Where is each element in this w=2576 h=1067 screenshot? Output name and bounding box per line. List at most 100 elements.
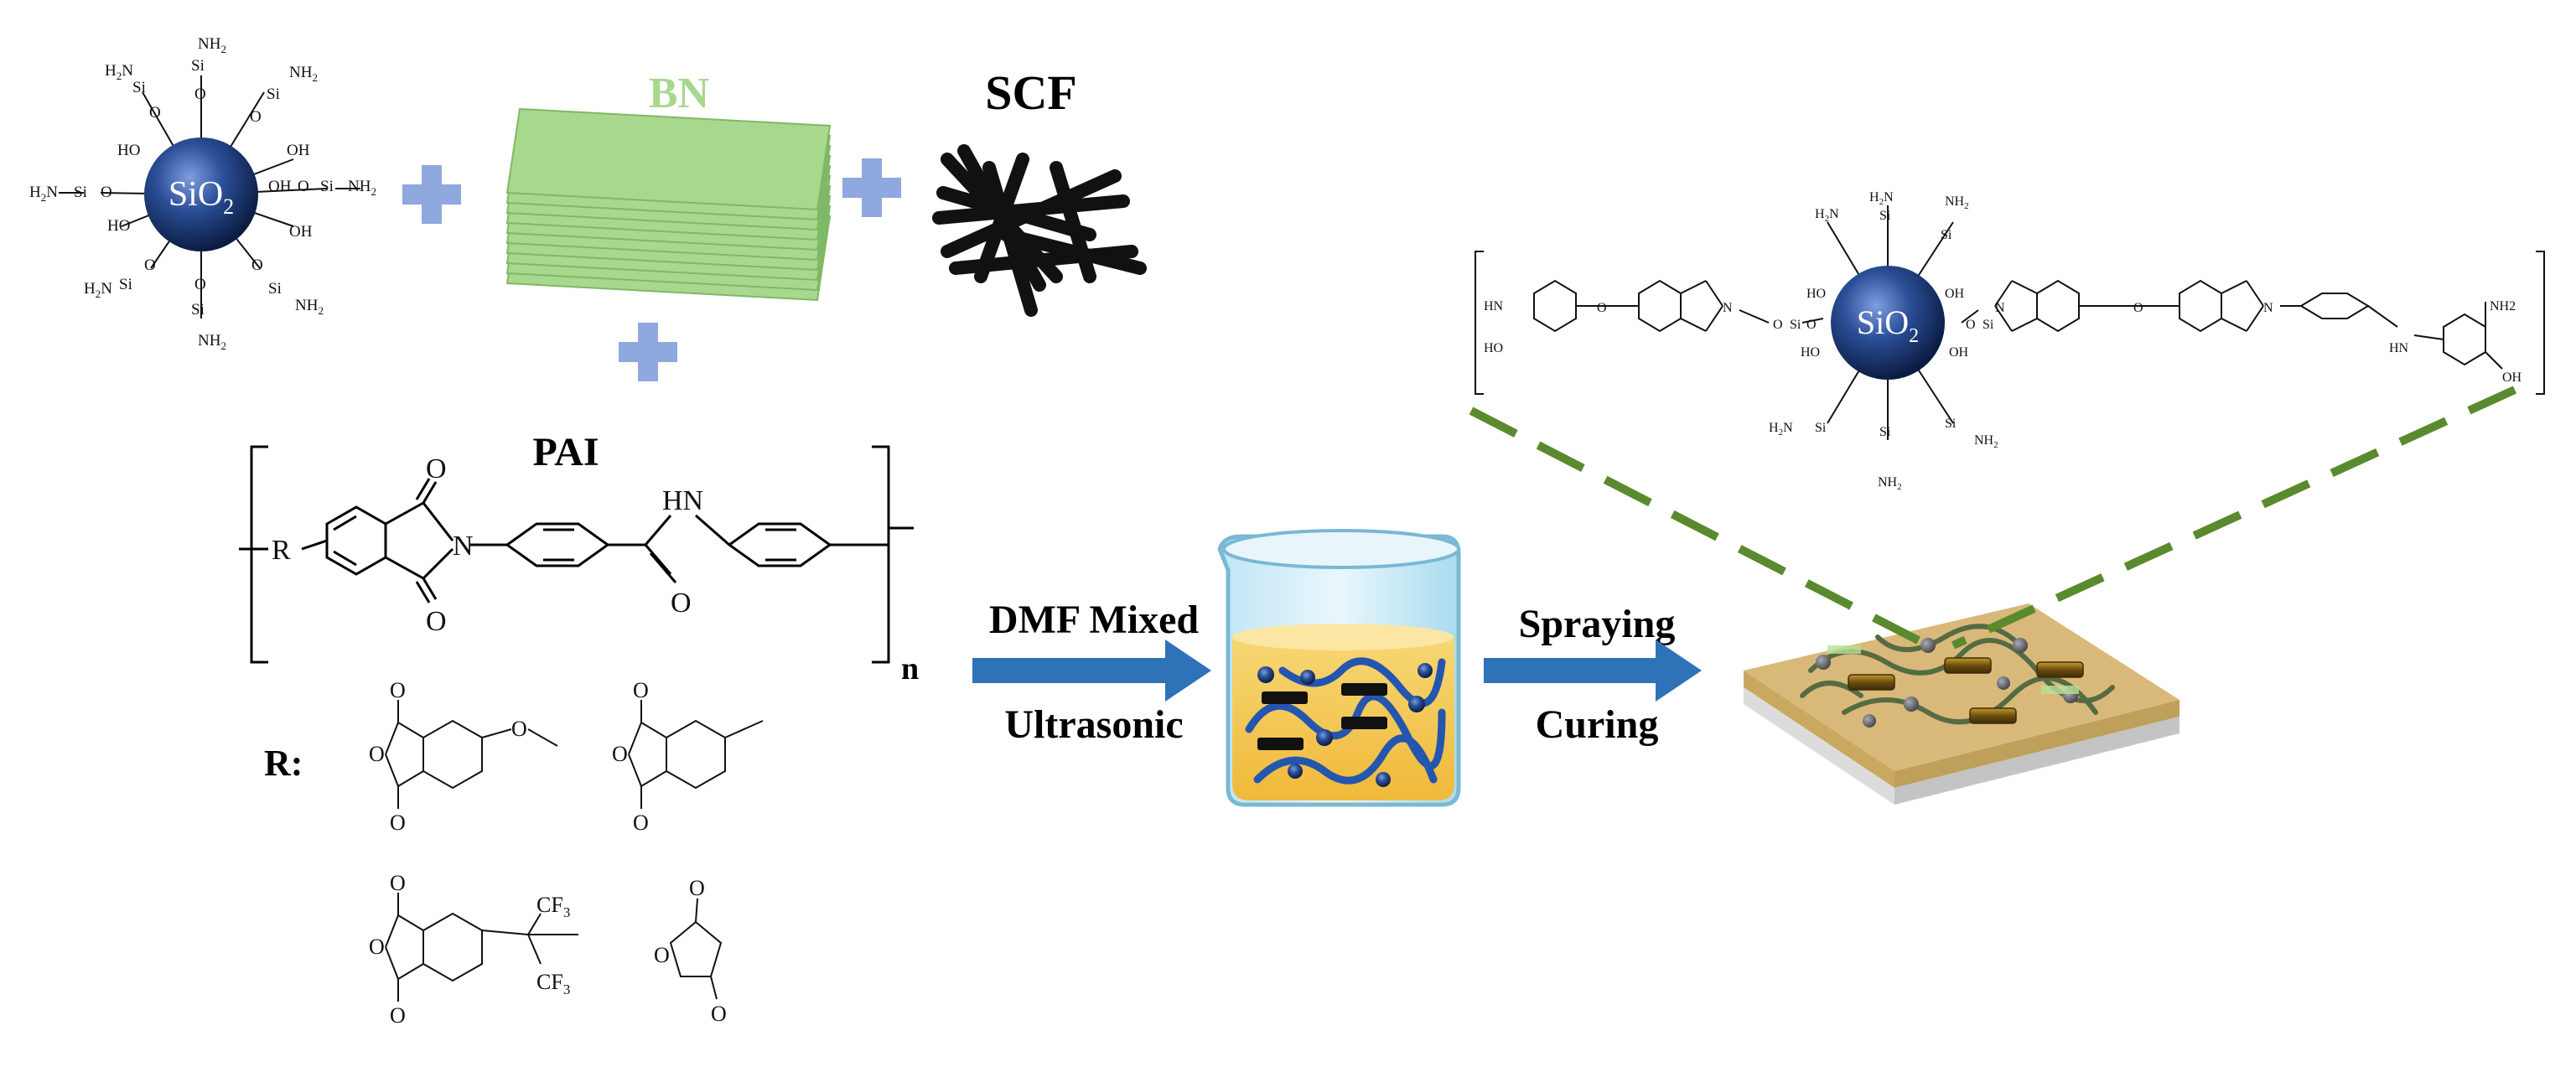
chain-o-si-left: O — [1773, 318, 1783, 332]
sio2-particle-group: SiO2 NH2 Si O H2N Si O NH2 Si O OH O Si … — [29, 35, 376, 352]
chain-si-right: Si — [1983, 318, 1994, 332]
chain-oh-r2: OH — [1949, 345, 1969, 360]
zoom-lines — [1469, 386, 2517, 650]
chain-h2n-topleft: H2N — [1815, 207, 1839, 224]
r3-o-bottom: O — [390, 1003, 406, 1028]
pai-o-top: O — [426, 453, 447, 484]
chain-ho-l2: HO — [1801, 345, 1820, 360]
arrow2 — [1484, 640, 1702, 702]
arrow1 — [972, 640, 1211, 702]
chain-h2n-top: H2N — [1869, 190, 1894, 207]
chem-o-left: O — [101, 184, 112, 201]
arrow2-top-label: Spraying — [1519, 602, 1676, 646]
chain-si-bottom: Si — [1879, 425, 1891, 439]
chem-h2n-left: H2N — [29, 184, 58, 204]
plus-icon-2 — [842, 158, 901, 217]
pai-hn: HN — [662, 485, 703, 516]
chain-o-right: O — [1966, 318, 1976, 332]
chain-nh2-plain: NH2 — [2490, 299, 2516, 313]
pai-label: PAI — [532, 430, 599, 474]
chem-ho-left1: HO — [117, 142, 140, 159]
chain-hn-right: HN — [2389, 341, 2409, 355]
chain-si-left: Si — [1790, 318, 1801, 332]
chem-nh2-bottom: NH2 — [198, 332, 226, 352]
arrow2-bottom-label: Curing — [1536, 702, 1659, 747]
r1-o-top: O — [390, 678, 406, 702]
chain-ho-l1: HO — [1806, 287, 1826, 301]
bn-label: BN — [649, 70, 709, 117]
chem-o-right: O — [298, 178, 309, 195]
svg-text:SiO2: SiO2 — [1857, 303, 1919, 347]
beaker — [1217, 529, 1461, 807]
pai-structure — [239, 445, 914, 664]
coated-substrate — [1744, 603, 2179, 805]
pai-o-amide: O — [671, 588, 692, 619]
chain-nh2-topright: NH2 — [1945, 194, 1969, 211]
chain-hn-left: HN — [1484, 299, 1504, 313]
chem-si-topleft: Si — [132, 79, 146, 96]
svg-text:SiO2: SiO2 — [168, 175, 234, 219]
chain-o-ether1: O — [1597, 301, 1607, 315]
chem-si-bottomright: Si — [268, 280, 282, 298]
chain-si-botleft: Si — [1815, 421, 1827, 435]
chain-si-topright: Si — [1941, 228, 1952, 242]
chain-si-top: Si — [1879, 209, 1891, 223]
chain-n-right: N — [1995, 301, 2005, 315]
chem-si-bottom: Si — [191, 301, 205, 319]
r1-o-ether: O — [511, 717, 527, 741]
chain-h2n-botleft: H2N — [1769, 421, 1793, 438]
chain-oh-r1: OH — [1945, 287, 1965, 301]
arrow1-bottom-label: Ultrasonic — [1004, 702, 1183, 747]
chem-oh-right2: OH — [268, 178, 292, 195]
scf-fibers — [932, 144, 1147, 317]
chem-o-topright: O — [250, 108, 262, 126]
r3-o-ring: O — [369, 935, 385, 959]
chem-si-bottomleft: Si — [119, 276, 132, 293]
r-label: R: — [264, 743, 303, 784]
sio2-subscript: 2 — [223, 194, 234, 219]
chem-si-right: Si — [320, 178, 334, 195]
chain-ho-left: HO — [1484, 341, 1503, 355]
chem-o-bottom: O — [194, 276, 206, 293]
chain-si-botright: Si — [1945, 417, 1957, 431]
r3-o-top: O — [390, 871, 406, 895]
r2-o-top: O — [633, 678, 649, 702]
r1-o-bottom: O — [390, 811, 406, 835]
chem-si-left: Si — [74, 184, 87, 201]
bn-sheets — [505, 107, 832, 302]
chem-h2n-bottomleft: H2N — [84, 280, 112, 300]
grafted-chain: SiO2 HN HO O N O Si O H2N Si H2N NH2 Si … — [1475, 190, 2545, 492]
chem-nh2-bottomright: NH2 — [295, 297, 324, 317]
sio2-chain-subscript: 2 — [1909, 325, 1919, 347]
plus-icon-1 — [402, 165, 461, 224]
chem-nh2-right: NH2 — [348, 178, 376, 198]
pai-o-bottom: O — [426, 606, 447, 637]
r2-o-ring: O — [612, 742, 628, 766]
chain-o-ether2: O — [2133, 301, 2143, 315]
sio2-label: SiO — [168, 175, 223, 214]
scf-label: SCF — [985, 65, 1077, 120]
chem-h2n-topleft: H2N — [105, 62, 133, 82]
r2-o-bottom: O — [633, 811, 649, 835]
pai-n-repeat: n — [901, 651, 919, 686]
chem-ho-left2: HO — [107, 217, 130, 235]
chem-nh2-topright: NH2 — [289, 64, 318, 84]
chem-si-top: Si — [191, 57, 205, 75]
sio2-sphere — [144, 137, 258, 251]
chain-n-right2: N — [2263, 301, 2273, 315]
chem-o-bottomright: O — [251, 256, 263, 274]
chem-oh-right3: OH — [289, 223, 313, 241]
r4-o-bottom: O — [711, 1002, 727, 1026]
chain-nh2-bottom: NH2 — [1878, 475, 1902, 492]
pai-r: R — [272, 535, 291, 566]
r1-o-ring: O — [369, 742, 385, 766]
r4-o-top: O — [689, 876, 705, 900]
r3-cf3-bottom: CF3 — [536, 970, 570, 997]
plus-icon-3 — [619, 323, 677, 381]
sio2-chain-label: SiO — [1857, 303, 1909, 341]
chem-o-topleft: O — [149, 104, 161, 122]
chain-oh-end: OH — [2502, 370, 2522, 385]
r3-cf3-top: CF3 — [536, 893, 570, 920]
chain-nh2-botright: NH2 — [1974, 433, 1998, 450]
